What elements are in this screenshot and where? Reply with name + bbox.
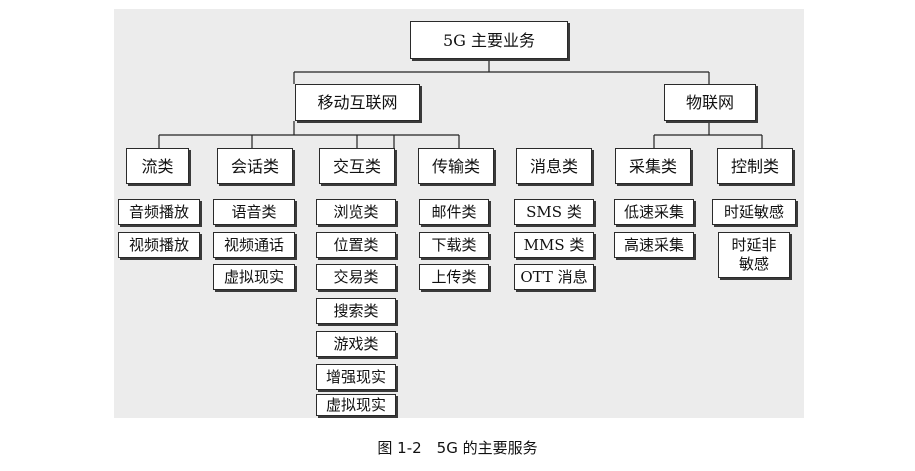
category-streaming: 流类 [126,148,189,184]
leaf-download: 下载类 [419,232,489,258]
category-transfer: 传输类 [418,148,494,184]
category-control: 控制类 [717,148,793,184]
branch-iot: 物联网 [664,84,756,121]
leaf-low-speed-collection: 低速采集 [614,199,694,225]
leaf-transaction: 交易类 [316,264,396,290]
leaf-email: 邮件类 [419,199,489,225]
leaf-upload: 上传类 [419,264,489,290]
connector-lines [158,59,763,148]
leaf-latency-insensitive: 时延非敏感 [718,232,790,278]
category-session: 会话类 [217,148,293,184]
category-interactive: 交互类 [319,148,395,184]
leaf-latency-sensitive: 时延敏感 [712,199,796,225]
leaf-vr-session: 虚拟现实 [213,264,295,290]
branch-mobile-internet: 移动互联网 [295,84,420,121]
leaf-vr-interactive: 虚拟现实 [316,394,396,416]
category-messaging: 消息类 [516,148,592,184]
leaf-search: 搜索类 [316,298,396,324]
root-node: 5G 主要业务 [410,21,568,59]
leaf-gaming: 游戏类 [316,331,396,357]
leaf-mms: MMS 类 [514,232,594,258]
leaf-browsing: 浏览类 [316,199,396,225]
leaf-sms: SMS 类 [514,199,594,225]
category-collection: 采集类 [615,148,691,184]
leaf-video-playback: 视频播放 [118,232,200,258]
leaf-ar: 增强现实 [316,364,396,390]
leaf-video-call: 视频通话 [213,232,295,258]
figure-caption: 图 1-2 5G 的主要服务 [377,439,538,457]
service-tree-diagram: 5G 主要业务 移动互联网 物联网 流类 会话类 交互类 传输类 消息类 采集类… [114,9,804,418]
leaf-ott: OTT 消息 [514,264,594,290]
leaf-location: 位置类 [316,232,396,258]
leaf-voice: 语音类 [213,199,295,225]
leaf-audio-playback: 音频播放 [118,199,200,225]
leaf-high-speed-collection: 高速采集 [614,232,694,258]
